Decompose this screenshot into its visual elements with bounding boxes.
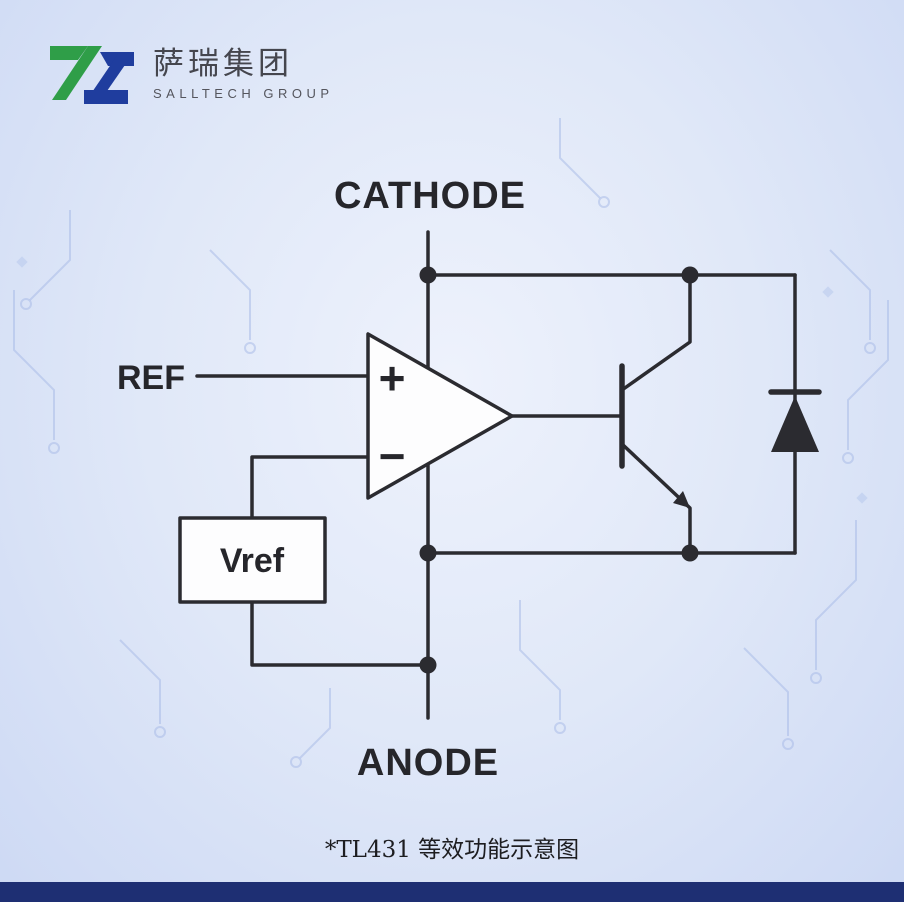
junction-dot [419,656,437,674]
opamp-plus-sign: + [379,352,406,404]
wire-minus-to-vref [250,455,370,520]
junction-dot [681,544,699,562]
junction-dot [681,266,699,284]
opamp-body [366,332,514,500]
vref-label: Vref [220,542,285,580]
opamp: + − [366,332,514,500]
logo-name-en: SALLTECH GROUP [153,86,334,102]
junction-dot [419,266,437,284]
logo: 萨瑞集团 SALLTECH GROUP [42,38,334,110]
logo-mark-green [50,46,102,100]
cathode-label: CATHODE [334,175,526,217]
diode [768,389,822,452]
logo-name-cn: 萨瑞集团 [153,45,293,81]
vref-body [178,516,327,604]
wire-vref-to-anode [250,600,430,667]
transistor-emitter-arrow [673,491,690,508]
logo-text: 萨瑞集团 SALLTECH GROUP [153,45,334,102]
footer-bar [0,882,904,902]
junction-dot [419,544,437,562]
anode-label: ANODE [357,742,499,784]
logo-mark-icon [50,46,134,104]
logo-mark-blue [84,52,134,104]
transistor-collector [620,273,692,392]
transistor [619,273,692,555]
caption: *TL431 等效功能示意图 [324,837,580,863]
opamp-minus-sign: − [379,430,406,482]
vref-box: Vref [178,516,327,604]
diode-triangle [771,396,819,452]
ref-label: REF [117,359,185,397]
